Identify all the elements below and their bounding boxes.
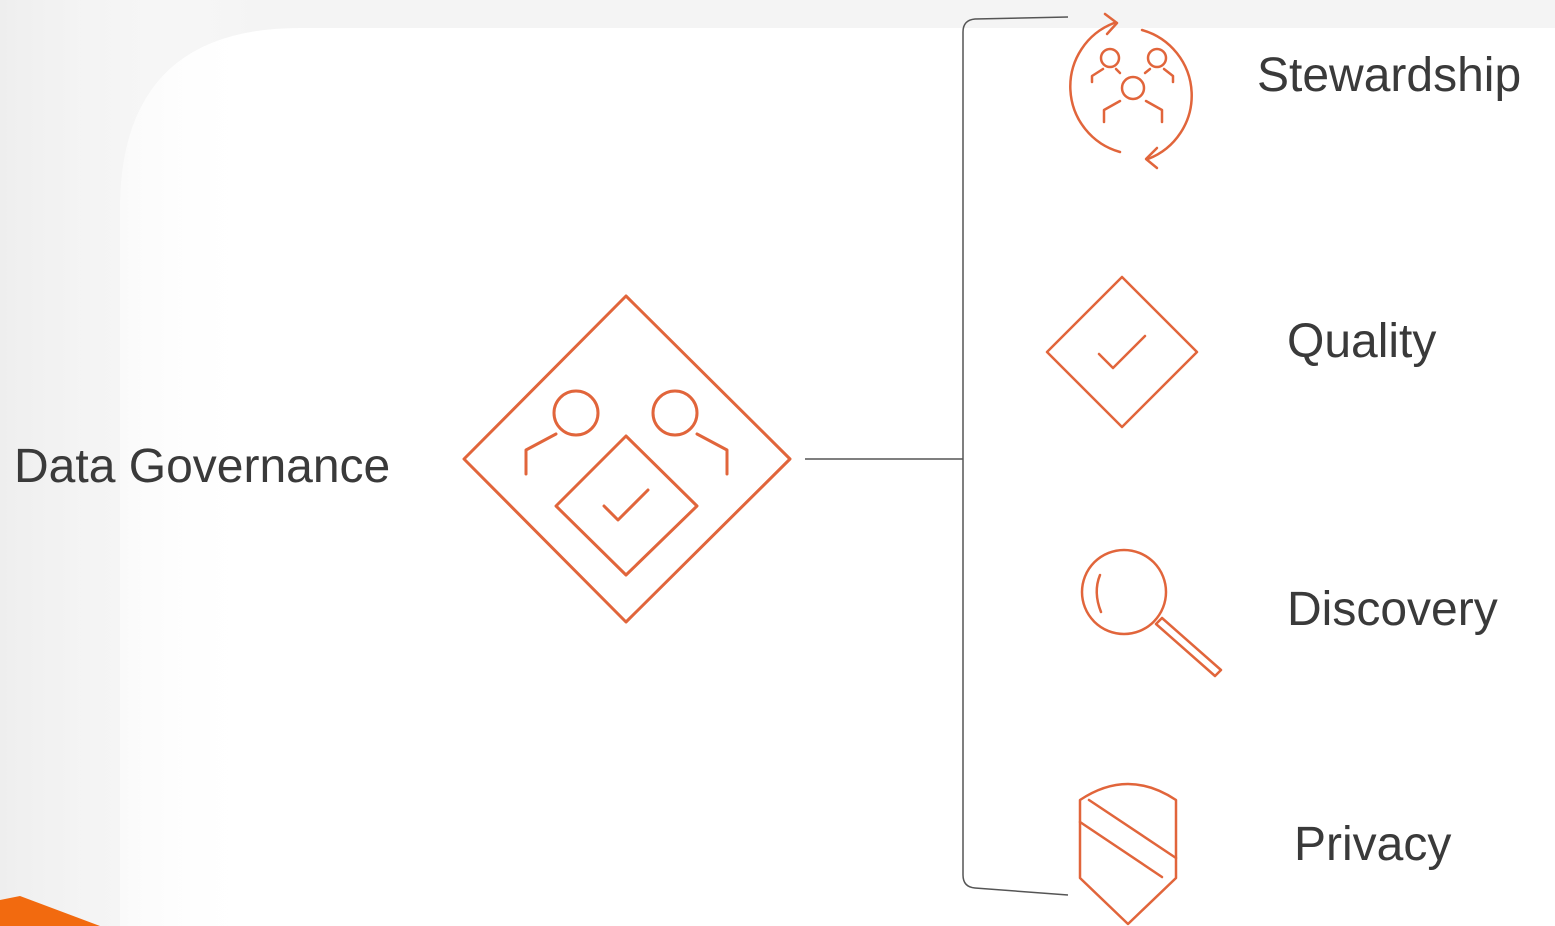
item-label-privacy: Privacy (1294, 818, 1452, 871)
quality-icon (1045, 275, 1199, 429)
discovery-icon (1080, 548, 1223, 678)
item-label-quality: Quality (1287, 315, 1437, 368)
content-panel (120, 28, 1555, 926)
stewardship-icon (1069, 12, 1193, 170)
privacy-icon (1078, 782, 1178, 926)
corner-accent-shape (0, 896, 100, 926)
root-label: Data Governance (14, 440, 391, 493)
bracket-line (962, 16, 1069, 896)
connector-lines (805, 16, 1069, 896)
governance-icon (462, 294, 792, 624)
item-label-stewardship: Stewardship (1257, 49, 1522, 102)
item-label-discovery: Discovery (1287, 583, 1498, 636)
